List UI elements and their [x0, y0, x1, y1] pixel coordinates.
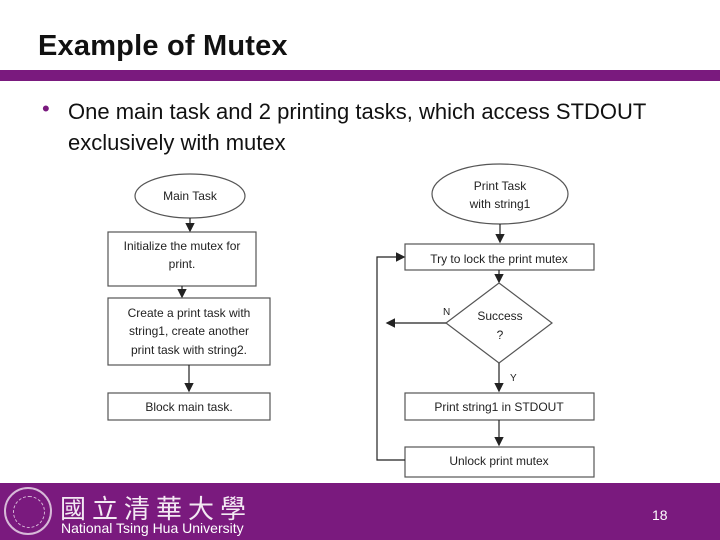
block-main-task-label: Block main task. [145, 400, 232, 414]
slide-title: Example of Mutex [38, 30, 288, 62]
print-task-start-line-2: with string1 [469, 197, 531, 211]
main-task-start-label: Main Task [163, 189, 218, 203]
decision-line-2: ? [497, 328, 504, 342]
page-number: 18 [652, 507, 668, 523]
mutex-flowchart: Main Task Initialize the mutex for print… [107, 163, 595, 478]
university-seal-icon [4, 487, 52, 535]
try-lock-label: Try to lock the print mutex [430, 252, 568, 266]
print-task-start-line-1: Print Task [474, 179, 527, 193]
no-branch-label: N [443, 307, 450, 318]
unlock-mutex-box [404, 446, 595, 478]
bullet-text: One main task and 2 printing tasks, whic… [68, 99, 646, 155]
loop-back-arrow [376, 252, 406, 461]
create-tasks-line-2: string1, create another [129, 324, 249, 338]
print-string-label: Print string1 in STDOUT [434, 400, 564, 414]
title-divider-bar [0, 70, 720, 81]
decision-line-1: Success [477, 309, 522, 323]
init-mutex-line-2: print. [169, 257, 196, 271]
university-name: National Tsing Hua University [61, 520, 244, 536]
init-mutex-line-1: Initialize the mutex for [124, 239, 241, 253]
bullet-marker: • [42, 96, 50, 121]
success-decision-node [445, 282, 553, 364]
create-tasks-line-1: Create a print task with [128, 306, 251, 320]
print-string-box [404, 392, 595, 421]
yes-branch-label: Y [510, 373, 517, 384]
university-chinese-logo: 國立清華大學 [60, 495, 253, 525]
footer-bar: 國立清華大學 National Tsing Hua University 18 [0, 483, 720, 540]
block-main-task-box [107, 392, 271, 421]
unlock-mutex-label: Unlock print mutex [449, 454, 548, 468]
print-task-start-node [431, 163, 569, 225]
create-tasks-line-3: print task with string2. [131, 343, 247, 357]
init-mutex-box [107, 231, 257, 287]
